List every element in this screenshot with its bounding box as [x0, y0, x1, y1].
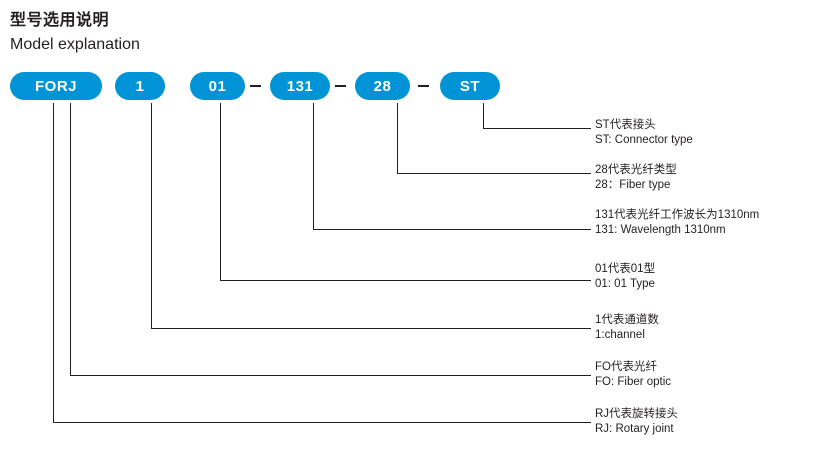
- note-wavelength-cn: 131代表光纤工作波长为1310nm: [595, 209, 760, 221]
- note-wavelength: 131代表光纤工作波长为1310nm 131: Wavelength 1310n…: [595, 208, 759, 238]
- note-wavelength-en: 131: Wavelength 1310nm: [595, 224, 726, 236]
- code-segment-forj: FORJ: [10, 72, 102, 100]
- page-title-cn: 型号选用说明: [10, 12, 110, 29]
- page-title-en: Model explanation: [10, 36, 140, 53]
- code-segment-connector: ST: [440, 72, 500, 100]
- note-channel-cn: 1代表通道数: [595, 314, 659, 326]
- leader-line-channel-vertical: [151, 103, 152, 328]
- leader-line-type-horizontal: [220, 280, 591, 281]
- leader-line-channel-horizontal: [151, 328, 591, 329]
- leader-line-connector-vertical: [483, 103, 484, 128]
- note-fiber-type: 28代表光纤类型 28：Fiber type: [595, 163, 677, 193]
- leader-line-fiber-vertical: [397, 103, 398, 173]
- model-code-bar: FORJ 1 01 131 28 ST: [0, 72, 560, 108]
- note-rotary-joint: RJ代表旋转接头 RJ: Rotary joint: [595, 407, 678, 437]
- leader-line-connector-horizontal: [483, 128, 591, 129]
- code-separator-1: [250, 85, 261, 87]
- note-fiber-optic-en: FO: Fiber optic: [595, 376, 672, 388]
- note-connector-cn: ST代表接头: [595, 119, 656, 131]
- leader-line-fiber-horizontal: [397, 173, 591, 174]
- note-channel-en: 1:channel: [595, 329, 645, 341]
- note-type-en: 01: 01 Type: [595, 278, 655, 290]
- leader-line-fo-vertical: [70, 103, 71, 375]
- note-type-cn: 01代表01型: [595, 263, 656, 275]
- leader-line-rj-vertical: [53, 103, 54, 422]
- code-segment-fiber: 28: [355, 72, 410, 100]
- leader-line-fo-horizontal: [70, 375, 591, 376]
- note-fiber-type-cn: 28代表光纤类型: [595, 164, 677, 176]
- note-type: 01代表01型 01: 01 Type: [595, 262, 655, 292]
- code-separator-2: [335, 85, 346, 87]
- note-connector-en: ST: Connector type: [595, 134, 693, 146]
- leader-line-wavelength-horizontal: [313, 229, 591, 230]
- note-fiber-optic-cn: FO代表光纤: [595, 361, 657, 373]
- note-rotary-joint-cn: RJ代表旋转接头: [595, 408, 679, 420]
- leader-line-type-vertical: [220, 103, 221, 280]
- note-fiber-optic: FO代表光纤 FO: Fiber optic: [595, 360, 671, 390]
- note-fiber-type-en: 28：Fiber type: [595, 179, 671, 191]
- code-separator-3: [418, 85, 429, 87]
- leader-line-wavelength-vertical: [313, 103, 314, 229]
- code-segment-type: 01: [190, 72, 245, 100]
- code-segment-wavelength: 131: [270, 72, 330, 100]
- note-channel: 1代表通道数 1:channel: [595, 313, 659, 343]
- note-connector: ST代表接头 ST: Connector type: [595, 118, 693, 148]
- note-rotary-joint-en: RJ: Rotary joint: [595, 423, 674, 435]
- leader-line-rj-horizontal: [53, 422, 591, 423]
- code-segment-channel: 1: [115, 72, 165, 100]
